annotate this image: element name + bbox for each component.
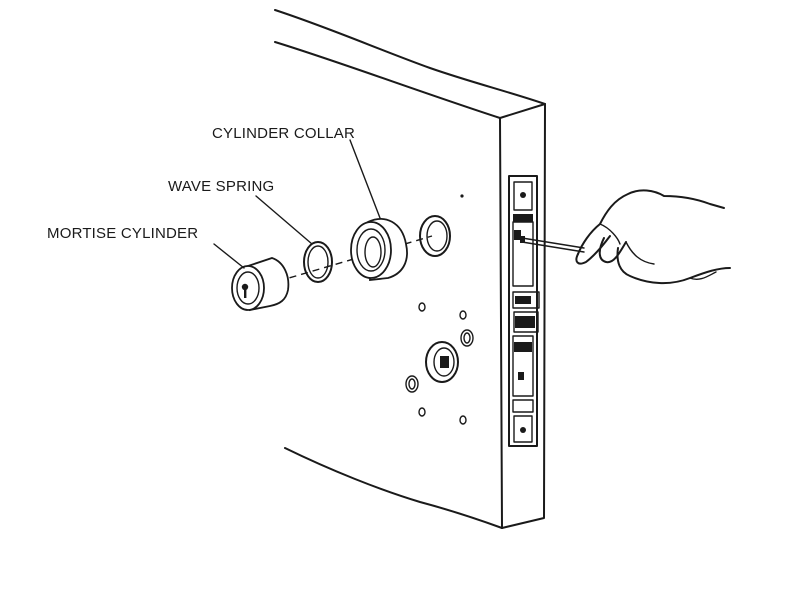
- label-cylinder-collar: CYLINDER COLLAR: [212, 125, 355, 142]
- wave-spring: [303, 241, 333, 283]
- mortise-lock-faceplate: [508, 175, 540, 447]
- hand: [575, 189, 731, 284]
- label-wave-spring: WAVE SPRING: [168, 178, 274, 195]
- screwdriver: [520, 236, 585, 253]
- mortise-cylinder: [231, 257, 290, 312]
- leader-lines: [213, 139, 381, 269]
- cylinder-collar: [350, 218, 408, 282]
- door: [274, 9, 546, 529]
- label-mortise-cylinder: MORTISE CYLINDER: [47, 225, 198, 242]
- door-holes: [405, 215, 474, 425]
